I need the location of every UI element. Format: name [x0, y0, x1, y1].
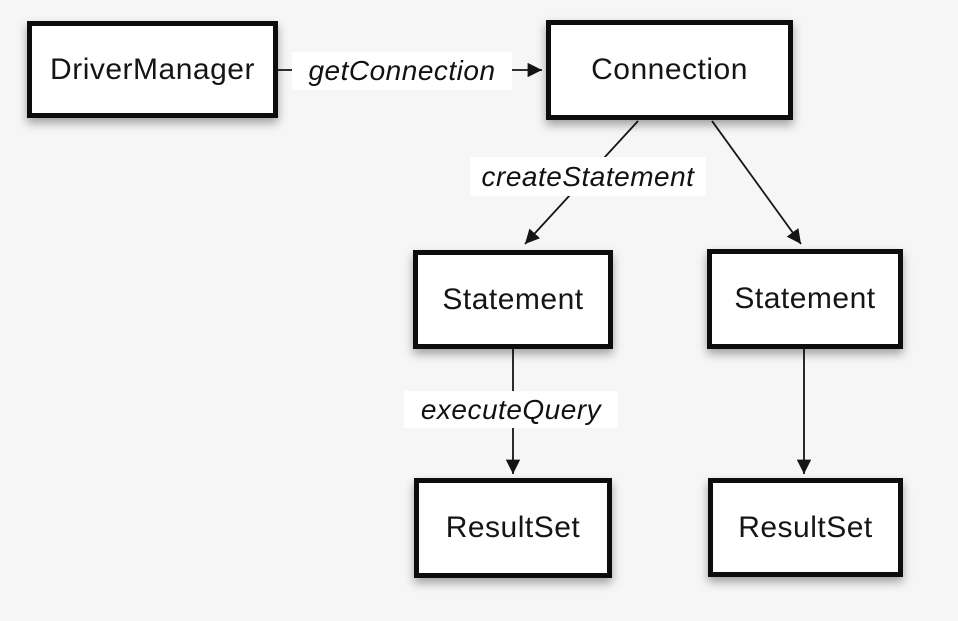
statement-left-node: Statement [413, 250, 613, 349]
resultset-left-node: ResultSet [414, 478, 612, 578]
statement-left-label: Statement [442, 282, 584, 316]
connection-label: Connection [591, 53, 748, 86]
statement-right-node: Statement [707, 249, 903, 349]
edge-label-createstatement: createStatement [470, 157, 706, 196]
resultset-right-label: ResultSet [738, 510, 873, 544]
edge-label-executequery: executeQuery [404, 391, 618, 428]
driver-manager-label: DriverManager [50, 52, 255, 86]
resultset-right-node: ResultSet [708, 478, 903, 577]
resultset-left-label: ResultSet [445, 511, 581, 544]
connection-node: Connection [546, 20, 793, 120]
edge-connection-to-statement-right-line [711, 120, 802, 245]
driver-manager-node: DriverManager [27, 21, 278, 118]
edge-label-getconnection: getConnection [292, 52, 512, 90]
statement-right-label: Statement [734, 282, 876, 315]
